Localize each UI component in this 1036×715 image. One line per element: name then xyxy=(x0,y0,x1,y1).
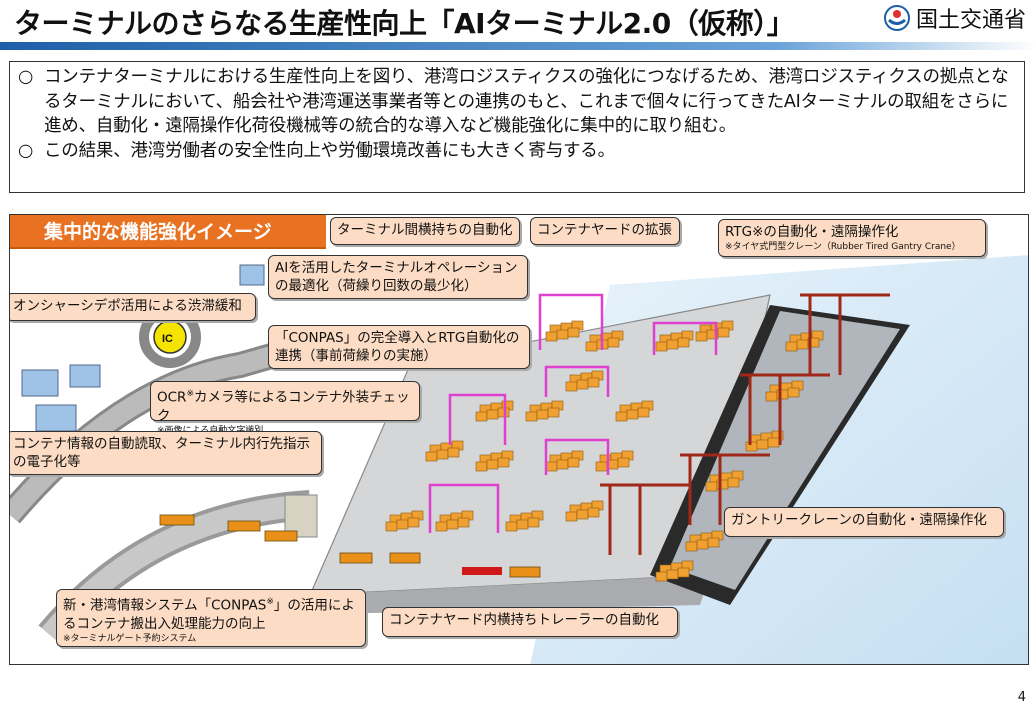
container-box xyxy=(565,511,578,522)
container-box xyxy=(475,411,488,422)
container-box xyxy=(527,517,540,528)
container-box xyxy=(385,521,398,532)
container-box xyxy=(727,477,740,488)
container-box xyxy=(756,439,769,450)
container-box xyxy=(637,407,650,418)
section-title: 集中的な機能強化イメージ xyxy=(10,215,326,249)
container-box xyxy=(595,461,608,472)
container-box xyxy=(707,537,720,548)
container-box xyxy=(435,521,448,532)
container-box xyxy=(505,521,518,532)
container-box xyxy=(765,391,778,402)
container-box xyxy=(587,377,600,388)
container-box xyxy=(407,517,420,528)
container-box xyxy=(497,407,510,418)
gate-building xyxy=(284,494,318,538)
bullet-mark: ○ xyxy=(18,67,34,87)
ocr-note: ※画像による自動文字識別 xyxy=(157,425,413,437)
container-box xyxy=(655,341,668,352)
container-box xyxy=(446,519,459,530)
container-box xyxy=(525,411,538,422)
ic-sign: IC xyxy=(162,333,173,345)
container-box xyxy=(457,517,470,528)
conpas-note: ※ターミナルゲート予約システム xyxy=(63,633,197,644)
container-box xyxy=(807,337,820,348)
callout-auto-reading: コンテナ情報の自動読取、ターミナル内行先指示の電子化等 xyxy=(10,431,322,475)
page-title: ターミナルのさらなる生産性向上「AIターミナル2.0（仮称）」 xyxy=(14,7,795,40)
callout-conpas: 新・港湾情報システム「CONPAS※」の活用によるコンテナ搬出入処理能力の向上 … xyxy=(56,589,366,647)
container-box xyxy=(695,331,708,342)
callout-gantry: ガントリークレーンの自動化・遠隔操作化 xyxy=(724,507,1004,537)
ministry-name: 国土交通省 xyxy=(915,8,1026,33)
ministry-emblem-icon xyxy=(883,5,910,31)
callout-conpas-rtg: 「CONPAS」の完全導入とRTG自動化の連携（事前荷繰りの実施） xyxy=(268,325,530,369)
container-box xyxy=(396,519,409,530)
container-box xyxy=(626,409,639,420)
port-illustration: IC xyxy=(10,255,1028,664)
container-box xyxy=(717,327,730,338)
container-box xyxy=(576,379,589,390)
yard-trailer xyxy=(462,567,502,575)
container-box xyxy=(696,539,709,550)
container-box xyxy=(475,461,488,472)
container-box xyxy=(585,341,598,352)
container-box xyxy=(666,339,679,350)
container-box xyxy=(556,459,569,470)
callout-ai-ops: AIを活用したターミナルオペレーションの最適化（荷繰り回数の最少化） xyxy=(268,255,528,299)
container-box xyxy=(655,571,668,582)
callout-yard-trailer: コンテナヤード内横持ちトレーラーの自動化 xyxy=(382,607,678,637)
container-box xyxy=(516,519,529,530)
container-box xyxy=(785,341,798,352)
container-box xyxy=(556,329,569,340)
gate-platform xyxy=(290,575,710,615)
container-box xyxy=(607,337,620,348)
intro-bullet-2: ○ この結果、港湾労働者の安全性向上や労働環境改善にも大きく寄与する。 xyxy=(18,139,1016,164)
rtg-highlight-frames xyxy=(428,293,718,533)
container-box xyxy=(436,449,449,460)
container-box xyxy=(666,569,679,580)
factory-cluster xyxy=(21,264,265,432)
callout-offshore-depot: オンシャーシデポ活用による渋滞緩和 xyxy=(10,293,256,321)
container-box xyxy=(565,381,578,392)
title-underline xyxy=(0,42,1036,50)
container-box xyxy=(767,437,780,448)
container-box xyxy=(685,541,698,552)
callout-rtg: RTG※の自動化・遠隔操作化 ※タイヤ式門型クレーン（Rubber Tired … xyxy=(718,219,986,257)
intro-bullet-1: ○ コンテナターミナルにおける生産性向上を図り、港湾ロジスティクスの強化につなげ… xyxy=(18,65,1016,139)
ministry-logo: 国土交通省 xyxy=(883,2,1026,34)
container-box xyxy=(567,327,580,338)
bullet-mark: ○ xyxy=(18,140,34,161)
page-number: 4 xyxy=(1017,690,1026,705)
container-box xyxy=(547,407,560,418)
rtg-note: ※タイヤ式門型クレーン（Rubber Tired Gantry Crane） xyxy=(725,242,961,252)
trucks xyxy=(159,514,541,578)
container-box xyxy=(486,409,499,420)
container-box xyxy=(787,387,800,398)
container-box xyxy=(677,567,690,578)
container-box xyxy=(425,451,438,462)
intro-box: ○ コンテナターミナルにおける生産性向上を図り、港湾ロジスティクスの強化につなげ… xyxy=(9,61,1025,193)
container-box xyxy=(677,337,690,348)
container-box xyxy=(615,411,628,422)
container-box xyxy=(587,507,600,518)
container-box xyxy=(567,457,580,468)
container-box xyxy=(617,457,630,468)
container-box xyxy=(576,509,589,520)
terminal-diagram: IC xyxy=(9,214,1029,665)
gantry-cranes xyxy=(600,293,890,555)
container-box xyxy=(447,447,460,458)
container-box xyxy=(536,409,549,420)
container-stacks xyxy=(385,320,824,582)
intro-text-2: この結果、港湾労働者の安全性向上や労働環境改善にも大きく寄与する。 xyxy=(44,140,615,161)
callout-inter-terminal: ターミナル間横持ちの自動化 xyxy=(330,217,520,245)
callout-yard-expansion: コンテナヤードの拡張 xyxy=(530,217,680,245)
callout-ocr: OCR※カメラ等によるコンテナ外装チェック ※画像による自動文字識別 xyxy=(150,381,420,436)
container-box xyxy=(497,457,510,468)
container-box xyxy=(796,339,809,350)
container-box xyxy=(486,459,499,470)
intro-text-1: コンテナターミナルにおける生産性向上を図り、港湾ロジスティクスの強化につなげるた… xyxy=(44,67,1009,137)
container-box xyxy=(545,461,558,472)
container-box xyxy=(545,331,558,342)
container-box xyxy=(705,481,718,492)
